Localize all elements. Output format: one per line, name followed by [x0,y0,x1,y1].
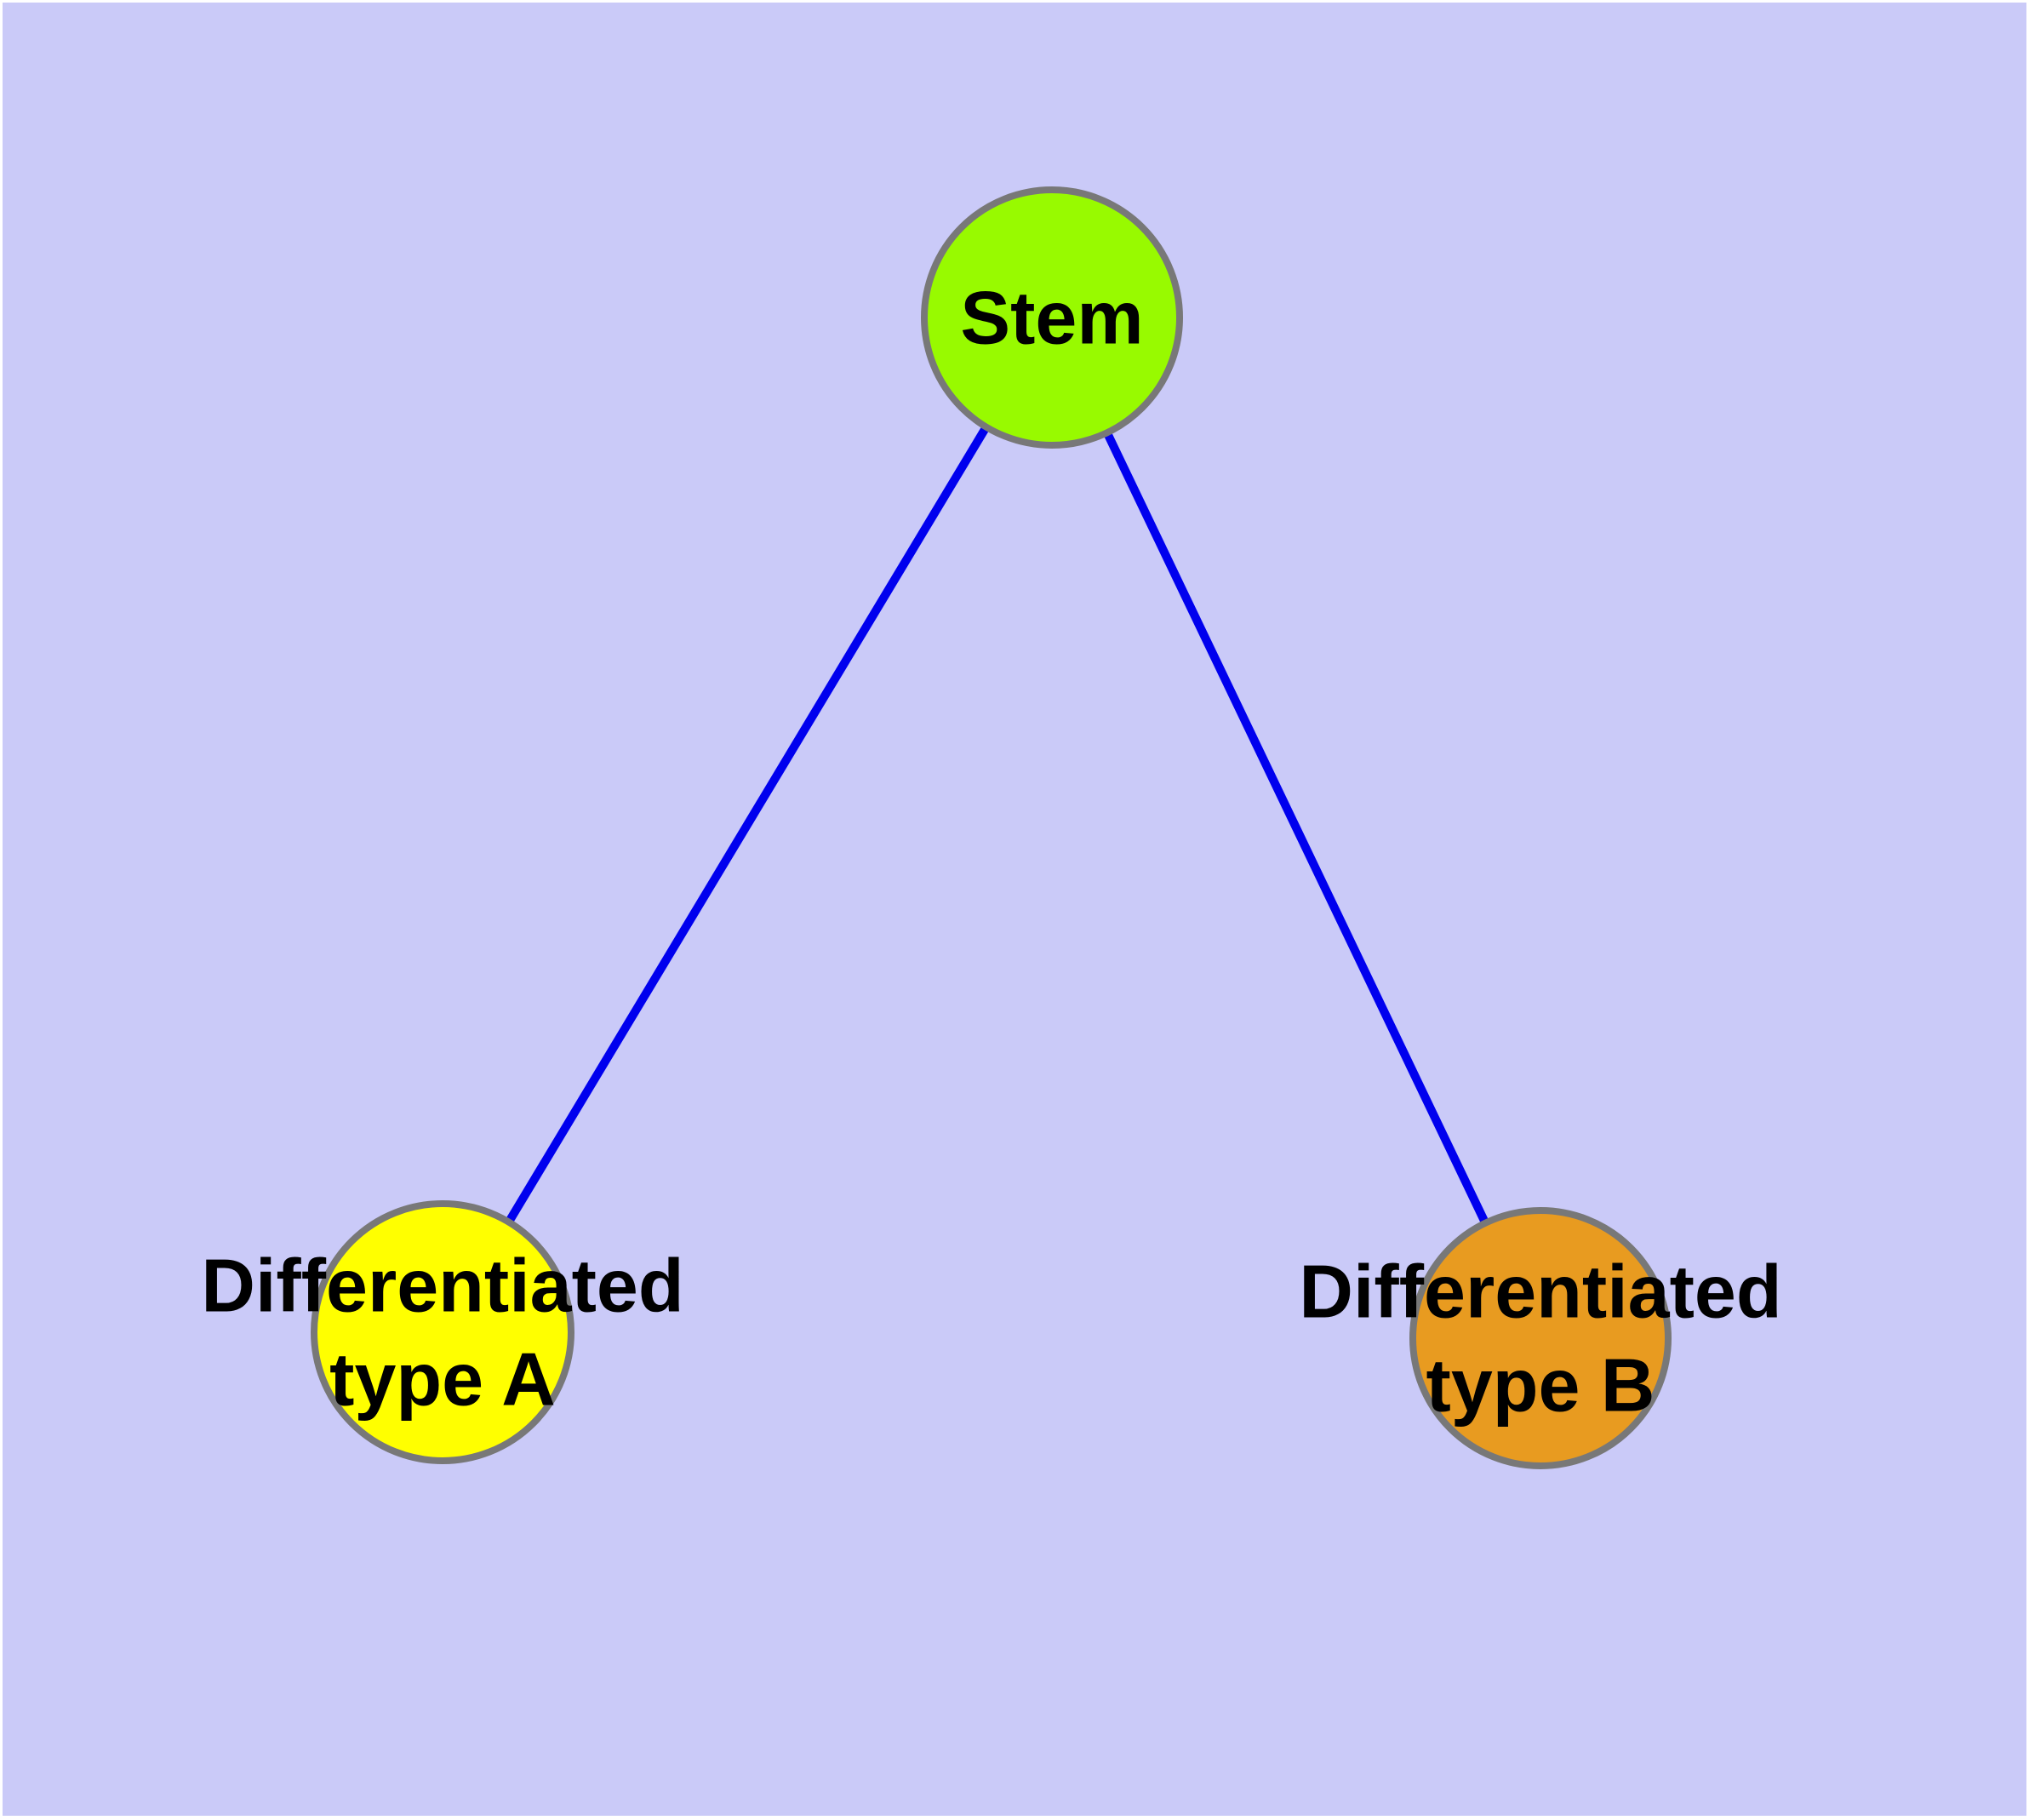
node-type-b-label-line-2: type B [1426,1343,1655,1428]
node-type-b-circle [1409,1207,1672,1469]
node-type-a-label-line-2: type A [329,1337,556,1422]
node-stem-circle [921,186,1183,449]
node-type-a-circle [311,1200,574,1464]
node-stem-label: Stem [960,276,1143,360]
edge-stem-to-type-b [1048,315,1545,1341]
node-type-a-label-line-1: Differentiated [201,1244,683,1328]
node-type-b-label-line-1: Differentiated [1299,1250,1781,1334]
edge-stem-to-type-a [438,315,1056,1335]
